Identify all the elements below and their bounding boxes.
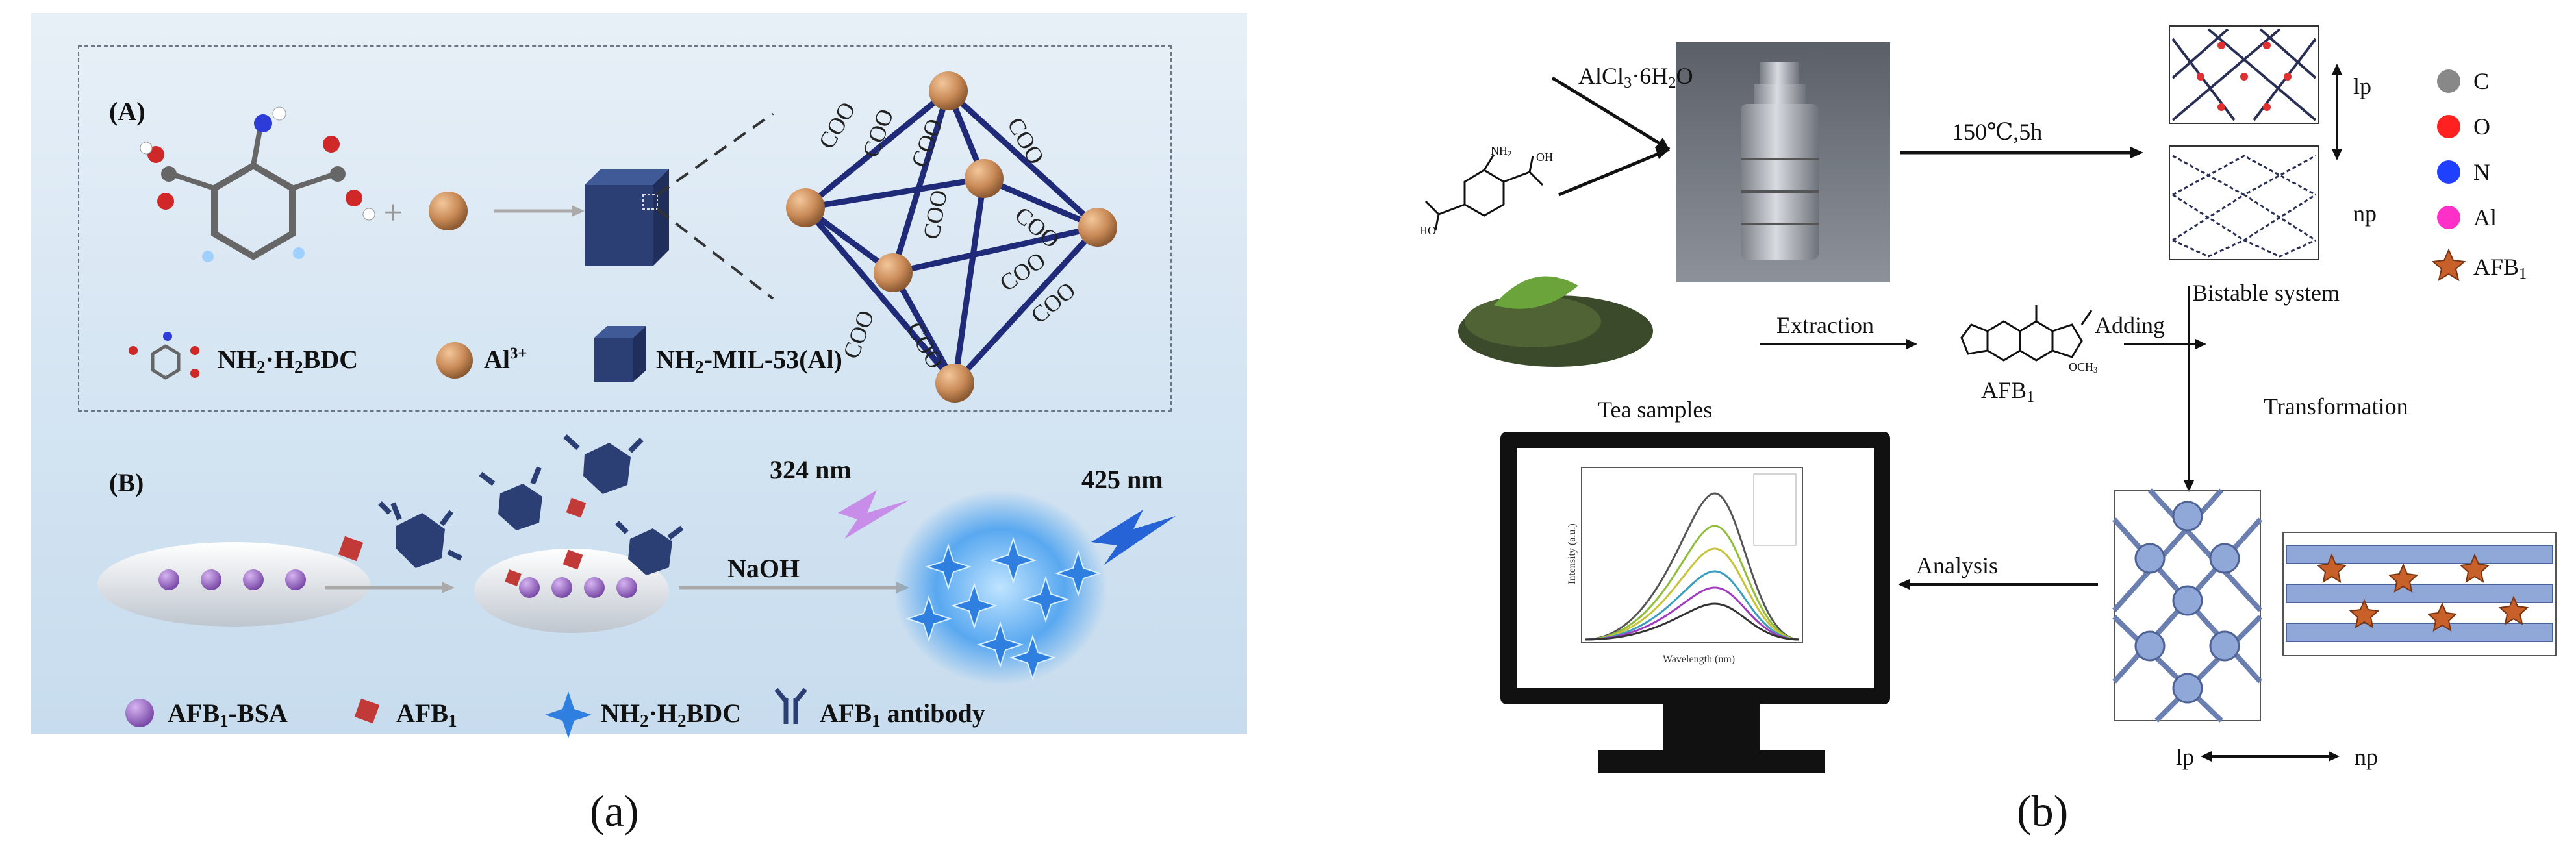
zoom-line-top bbox=[656, 112, 774, 196]
zoom-line-bottom bbox=[656, 208, 774, 300]
emission-light-icon bbox=[1091, 510, 1176, 565]
legend-afb1-square bbox=[354, 698, 380, 724]
svg-text:Wavelength (nm): Wavelength (nm) bbox=[1663, 654, 1735, 665]
autoclave-reactor bbox=[1741, 62, 1819, 260]
bistable-label: Bistable system bbox=[2192, 280, 2340, 306]
spectrum-chart: Wavelength (nm) Intensity (a.u.) bbox=[1567, 467, 1803, 665]
och3-label: OCH3 bbox=[2069, 360, 2098, 375]
afb1-free bbox=[338, 536, 364, 562]
arrow-bdc bbox=[1558, 147, 1670, 197]
panel-a-dashed-frame bbox=[78, 45, 1172, 412]
caption-b: (b) bbox=[2017, 786, 2069, 836]
monitor-neck bbox=[1663, 704, 1760, 753]
nh2-bdc-structure bbox=[1424, 154, 1544, 231]
lp-label-bottom: lp bbox=[2176, 744, 2195, 770]
legend-al-dot bbox=[2437, 206, 2460, 229]
label-B: (B) bbox=[109, 468, 144, 497]
fluorescence-glow bbox=[893, 490, 1107, 685]
monitor-screen bbox=[1517, 448, 1874, 688]
svg-text:COO: COO bbox=[1002, 113, 1050, 169]
svg-text:COO: COO bbox=[918, 188, 952, 242]
oh-label: OH bbox=[1536, 151, 1553, 164]
arrow-alcl3 bbox=[1551, 76, 1671, 151]
panel-b-graphics: Wavelength (nm) Intensity (a.u.) bbox=[1424, 25, 2557, 773]
legend-c-dot bbox=[2437, 69, 2460, 93]
legend-antibody-label: AFB1 antibody bbox=[820, 699, 985, 730]
plate-1 bbox=[97, 542, 370, 627]
legend-n-dot bbox=[2437, 160, 2460, 184]
afb1-bsa-dots-1 bbox=[158, 569, 306, 590]
lp-label-top: lp bbox=[2353, 73, 2372, 99]
legend-afb1-bsa-dot bbox=[125, 699, 154, 727]
mof-cube bbox=[585, 169, 669, 266]
np-label-top: np bbox=[2353, 201, 2377, 227]
transformation-label: Transformation bbox=[2264, 393, 2408, 419]
mof-lattice-lp-3d bbox=[2112, 488, 2262, 723]
antibody-mof-1 bbox=[378, 501, 462, 568]
legend-ligand-label: NH2·H2BDC bbox=[218, 345, 359, 377]
extraction-label: Extraction bbox=[1776, 312, 1874, 338]
analysis-label: Analysis bbox=[1916, 553, 1998, 578]
alcl3-label: AlCl3·6H2O bbox=[1578, 63, 1693, 92]
label-A: (A) bbox=[109, 97, 145, 126]
lattice-lp-nodes bbox=[2197, 42, 2292, 111]
octahedron-nodes bbox=[786, 71, 1117, 403]
afb1-bound bbox=[505, 497, 587, 586]
tea-samples-label: Tea samples bbox=[1598, 397, 1713, 423]
svg-text:COO: COO bbox=[1026, 277, 1080, 329]
panel-a-graphics: + COO COO COO COO COO C bbox=[97, 71, 1176, 738]
fluorescent-stars bbox=[905, 536, 1102, 682]
legend-afb1-label: AFB1 bbox=[396, 699, 457, 730]
lattice-np bbox=[2169, 145, 2319, 260]
afb1-bsa-dots-2 bbox=[519, 577, 637, 598]
caption-a: (a) bbox=[590, 786, 639, 836]
svg-text:COO: COO bbox=[838, 307, 879, 362]
legend-c-label: C bbox=[2473, 68, 2490, 94]
legend-afb1-star bbox=[2431, 248, 2466, 282]
tea-fresh-leaf bbox=[1494, 276, 1578, 309]
afb1-structure bbox=[1960, 305, 2093, 362]
legend-antibody-icon bbox=[774, 688, 807, 724]
nh2-h2bdc-molecule bbox=[140, 106, 375, 262]
legend-afb1-label-b: AFB1 bbox=[2473, 254, 2527, 283]
svg-text:COO: COO bbox=[813, 97, 861, 153]
al-ion-sphere bbox=[429, 192, 468, 230]
nh2-group-label: NH2 bbox=[1491, 144, 1512, 159]
emission-wavelength: 425 nm bbox=[1081, 465, 1163, 494]
legend-star-icon bbox=[545, 691, 592, 738]
ho-label: HO bbox=[1419, 224, 1436, 237]
legend-al-label-b: Al bbox=[2473, 205, 2497, 230]
legend-o-label: O bbox=[2473, 114, 2490, 140]
svg-text:Intensity (a.u.): Intensity (a.u.) bbox=[1567, 523, 1578, 584]
synthesis-condition: 150℃,5h bbox=[1952, 119, 2043, 145]
mof-lattice-np-3d bbox=[2282, 532, 2557, 656]
naoh-label: NaOH bbox=[727, 554, 800, 583]
legend-mof-label: NH2-MIL-53(Al) bbox=[656, 345, 842, 377]
afb1-label-b: AFB1 bbox=[1981, 377, 2035, 406]
lattice-np-lines bbox=[2172, 155, 2316, 258]
monitor-base bbox=[1598, 750, 1825, 773]
legend-ligand-icon bbox=[129, 332, 199, 380]
legend-afb1-bsa-label: AFB1-BSA bbox=[168, 699, 288, 730]
legend-mof-cube bbox=[594, 326, 646, 382]
mil53-octahedron bbox=[803, 88, 1100, 386]
plus-sign: + bbox=[383, 193, 403, 232]
legend-al-label: Al3+ bbox=[484, 345, 527, 374]
adding-label: Adding bbox=[2095, 312, 2165, 338]
antibody-mof-cluster bbox=[479, 434, 684, 575]
legend-o-dot bbox=[2437, 115, 2460, 138]
legend-n-label: N bbox=[2473, 159, 2490, 185]
excitation-light-icon bbox=[838, 490, 909, 539]
legend-star-label: NH2·H2BDC bbox=[601, 699, 742, 730]
np-label-bottom: np bbox=[2355, 744, 2378, 770]
legend-al-sphere bbox=[436, 342, 473, 379]
coo-labels: COO COO COO COO COO COO COO COO COO COO bbox=[813, 97, 1080, 373]
excitation-wavelength: 324 nm bbox=[770, 455, 852, 484]
